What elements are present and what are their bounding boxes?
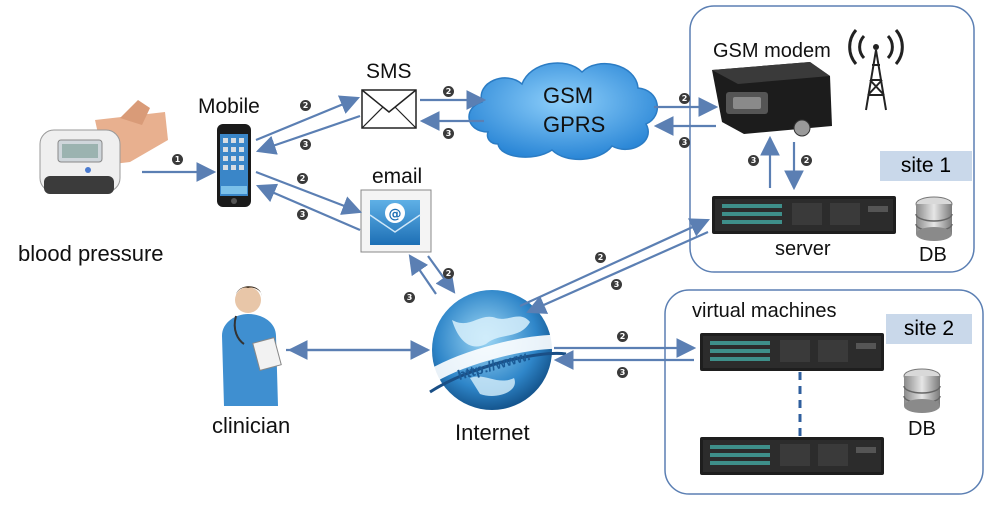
db1-label: DB <box>919 244 947 266</box>
arrow-sms-to-mobile <box>255 114 361 155</box>
step-badge: 3 <box>748 155 759 166</box>
email-label: email <box>372 165 423 188</box>
clinician-label: clinician <box>212 413 291 438</box>
step-badge: 3 <box>443 128 454 139</box>
virtual-machine-server-1 <box>700 333 884 371</box>
site2-tag: site 2 <box>886 314 972 344</box>
step-badge: 2 <box>595 252 606 263</box>
flow-arrows <box>142 90 804 370</box>
arrow-email-to-mobile <box>255 183 361 232</box>
arrow-email-to-internet <box>427 255 456 294</box>
arrow-internet-to-email <box>408 254 437 295</box>
clinician-image <box>222 286 282 406</box>
gsm-gprs-cloud <box>468 62 659 161</box>
db2-label: DB <box>908 418 936 440</box>
site1-tag: site 1 <box>880 151 972 181</box>
step-badge: 2 <box>679 93 690 104</box>
sms-envelope-icon <box>361 89 417 129</box>
arrow-server-to-internet <box>525 230 709 314</box>
step-badge: 2 <box>443 268 454 279</box>
server-label: server <box>775 238 831 260</box>
arrow-mobile-to-sms <box>255 95 361 142</box>
mobile-label: Mobile <box>198 95 260 118</box>
antenna-tower-icon <box>848 29 904 111</box>
internet-label: Internet <box>455 420 530 445</box>
blood-pressure-monitor-image <box>39 100 168 194</box>
gsm-label: GSM <box>543 83 594 108</box>
site1-db-icon <box>915 196 953 242</box>
step-badge: 2 <box>617 331 628 342</box>
step-badge: 3 <box>404 292 415 303</box>
mobile-phone-image <box>217 124 251 207</box>
arrow-mobile-to-email <box>255 170 363 215</box>
arrow-internet-to-server <box>519 218 711 308</box>
svg-text:@: @ <box>389 207 402 222</box>
gprs-label: GPRS <box>543 112 606 137</box>
sms-label: SMS <box>366 60 412 83</box>
email-icon: @ <box>360 189 432 253</box>
site1-frame <box>689 5 975 273</box>
step-badge: 3 <box>297 209 308 220</box>
site2-frame <box>664 289 984 495</box>
step-badge: 3 <box>611 279 622 290</box>
step-badge: 3 <box>679 137 690 148</box>
blood-pressure-label: blood pressure <box>18 241 164 266</box>
virtual-machine-server-2 <box>700 437 884 475</box>
gsm-modem-label: GSM modem <box>713 40 831 62</box>
step-badge: 2 <box>300 100 311 111</box>
step-badge: 2 <box>801 155 812 166</box>
step-badge: 3 <box>617 367 628 378</box>
site2-db-icon <box>903 368 941 414</box>
step-badge: 3 <box>300 139 311 150</box>
internet-globe-image: http://www. <box>428 290 567 410</box>
step-badge: 1 <box>172 154 183 165</box>
step-badge: 2 <box>443 86 454 97</box>
gsm-modem-image <box>712 62 832 137</box>
virtual-machines-label: virtual machines <box>692 300 837 322</box>
site1-server <box>712 196 896 234</box>
step-badge: 2 <box>297 173 308 184</box>
